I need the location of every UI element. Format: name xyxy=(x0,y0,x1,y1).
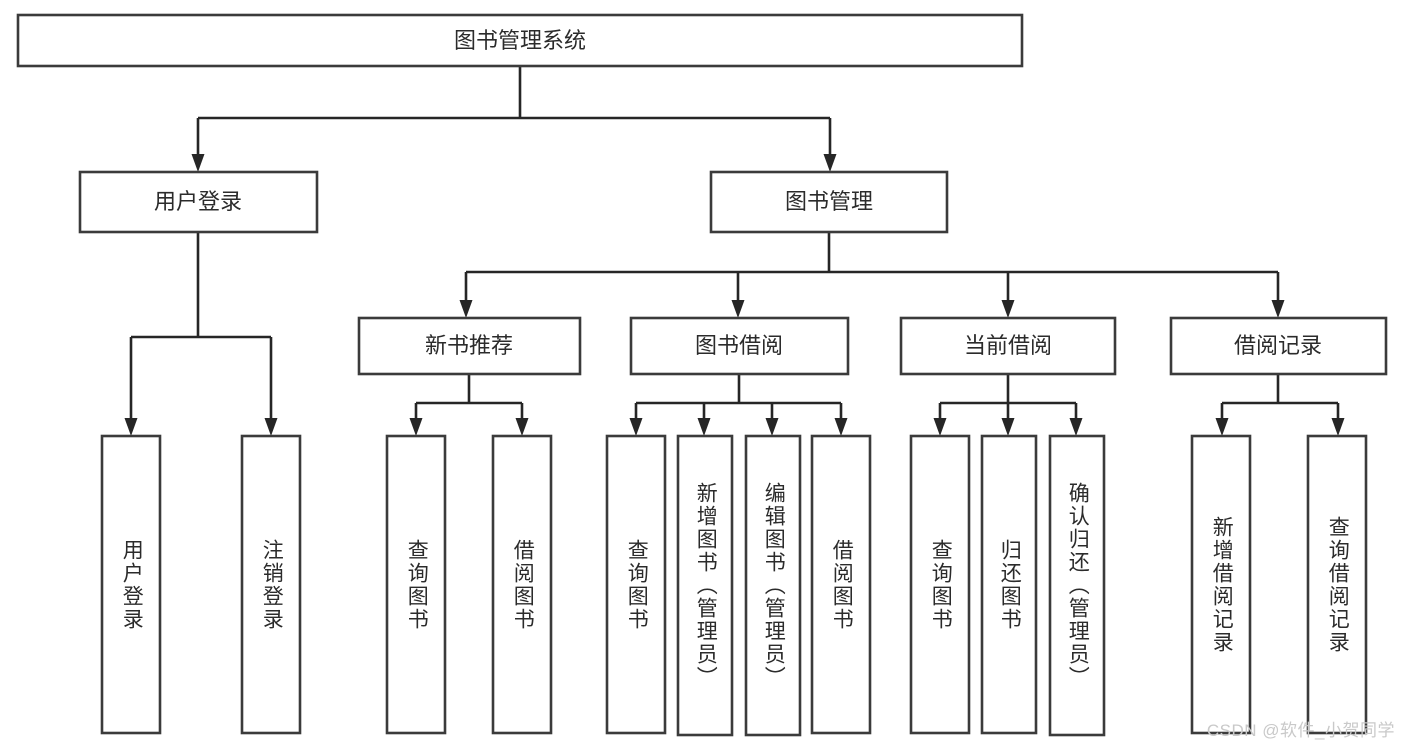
leaf-box-new-book-1[interactable] xyxy=(385,434,447,735)
leaf-box-borrow-record-2[interactable] xyxy=(1306,434,1368,735)
connector-root-trunk xyxy=(198,66,830,120)
connector-user-login-to-leaf-1 xyxy=(124,337,138,436)
connector-book-borrow-to-leaf-4 xyxy=(834,403,848,436)
connector-book-manage-trunk xyxy=(466,232,1278,274)
node-borrow-record[interactable] xyxy=(1169,316,1388,376)
connector-root-to-user-login xyxy=(191,118,205,172)
leaf-box-book-borrow-1[interactable] xyxy=(605,434,667,735)
connector-user-login-to-leaf-2 xyxy=(264,337,278,436)
leaf-box-current-borrow-2[interactable] xyxy=(980,434,1038,735)
node-root[interactable] xyxy=(16,13,1024,68)
node-book-borrow[interactable] xyxy=(629,316,850,376)
node-new-book-recommend[interactable] xyxy=(357,316,582,376)
node-new-book-recommend-label: 新书推荐 xyxy=(425,333,513,358)
leaf-box-book-borrow-2[interactable] xyxy=(676,434,734,737)
connector-borrow-record-to-leaf-2 xyxy=(1331,403,1345,436)
node-user-login-label: 用户登录 xyxy=(154,189,242,214)
leaf-box-current-borrow-1[interactable] xyxy=(909,434,971,735)
connector-current-borrow-to-leaf-3 xyxy=(1069,403,1083,436)
connector-book-manage-to-current-borrow xyxy=(1001,272,1015,318)
connector-new-book-to-leaf-2 xyxy=(515,403,529,436)
connector-book-manage-to-new-book xyxy=(459,272,473,318)
connector-book-borrow-to-leaf-1 xyxy=(629,403,643,436)
connector-borrow-record-trunk xyxy=(1222,374,1338,405)
leaf-box-borrow-record-1[interactable] xyxy=(1190,434,1252,735)
connector-book-borrow-to-leaf-2 xyxy=(697,403,711,436)
connector-user-login-trunk xyxy=(131,232,271,339)
connector-root-to-book-manage xyxy=(823,118,837,172)
connector-book-borrow-to-leaf-3 xyxy=(765,403,779,436)
node-current-borrow-label: 当前借阅 xyxy=(964,333,1052,358)
connector-new-book-trunk xyxy=(416,374,522,405)
leaf-box-book-borrow-3[interactable] xyxy=(744,434,802,737)
leaf-box-new-book-2[interactable] xyxy=(491,434,553,735)
connector-current-borrow-to-leaf-2 xyxy=(1001,403,1015,436)
connector-new-book-to-leaf-1 xyxy=(409,403,423,436)
node-current-borrow[interactable] xyxy=(899,316,1117,376)
connector-book-borrow-trunk xyxy=(636,374,841,405)
connector-borrow-record-to-leaf-1 xyxy=(1215,403,1229,436)
node-book-borrow-label: 图书借阅 xyxy=(695,333,783,358)
connector-current-borrow-to-leaf-1 xyxy=(933,403,947,436)
node-user-login[interactable] xyxy=(78,170,319,234)
leaf-box-book-borrow-4[interactable] xyxy=(810,434,872,735)
connector-book-manage-to-borrow-record xyxy=(1271,272,1285,318)
watermark-text: CSDN @软件_小贺同学 xyxy=(1206,721,1395,740)
node-borrow-record-label: 借阅记录 xyxy=(1234,333,1322,358)
leaf-box-current-borrow-3[interactable] xyxy=(1048,434,1106,737)
connector-current-borrow-trunk xyxy=(940,374,1076,405)
node-book-manage[interactable] xyxy=(709,170,949,234)
node-root-label: 图书管理系统 xyxy=(454,28,586,53)
node-book-manage-label: 图书管理 xyxy=(785,189,873,214)
leaf-box-user-login-1[interactable] xyxy=(100,434,162,735)
leaf-box-user-login-2[interactable] xyxy=(240,434,302,735)
connector-book-manage-to-book-borrow xyxy=(731,272,745,318)
